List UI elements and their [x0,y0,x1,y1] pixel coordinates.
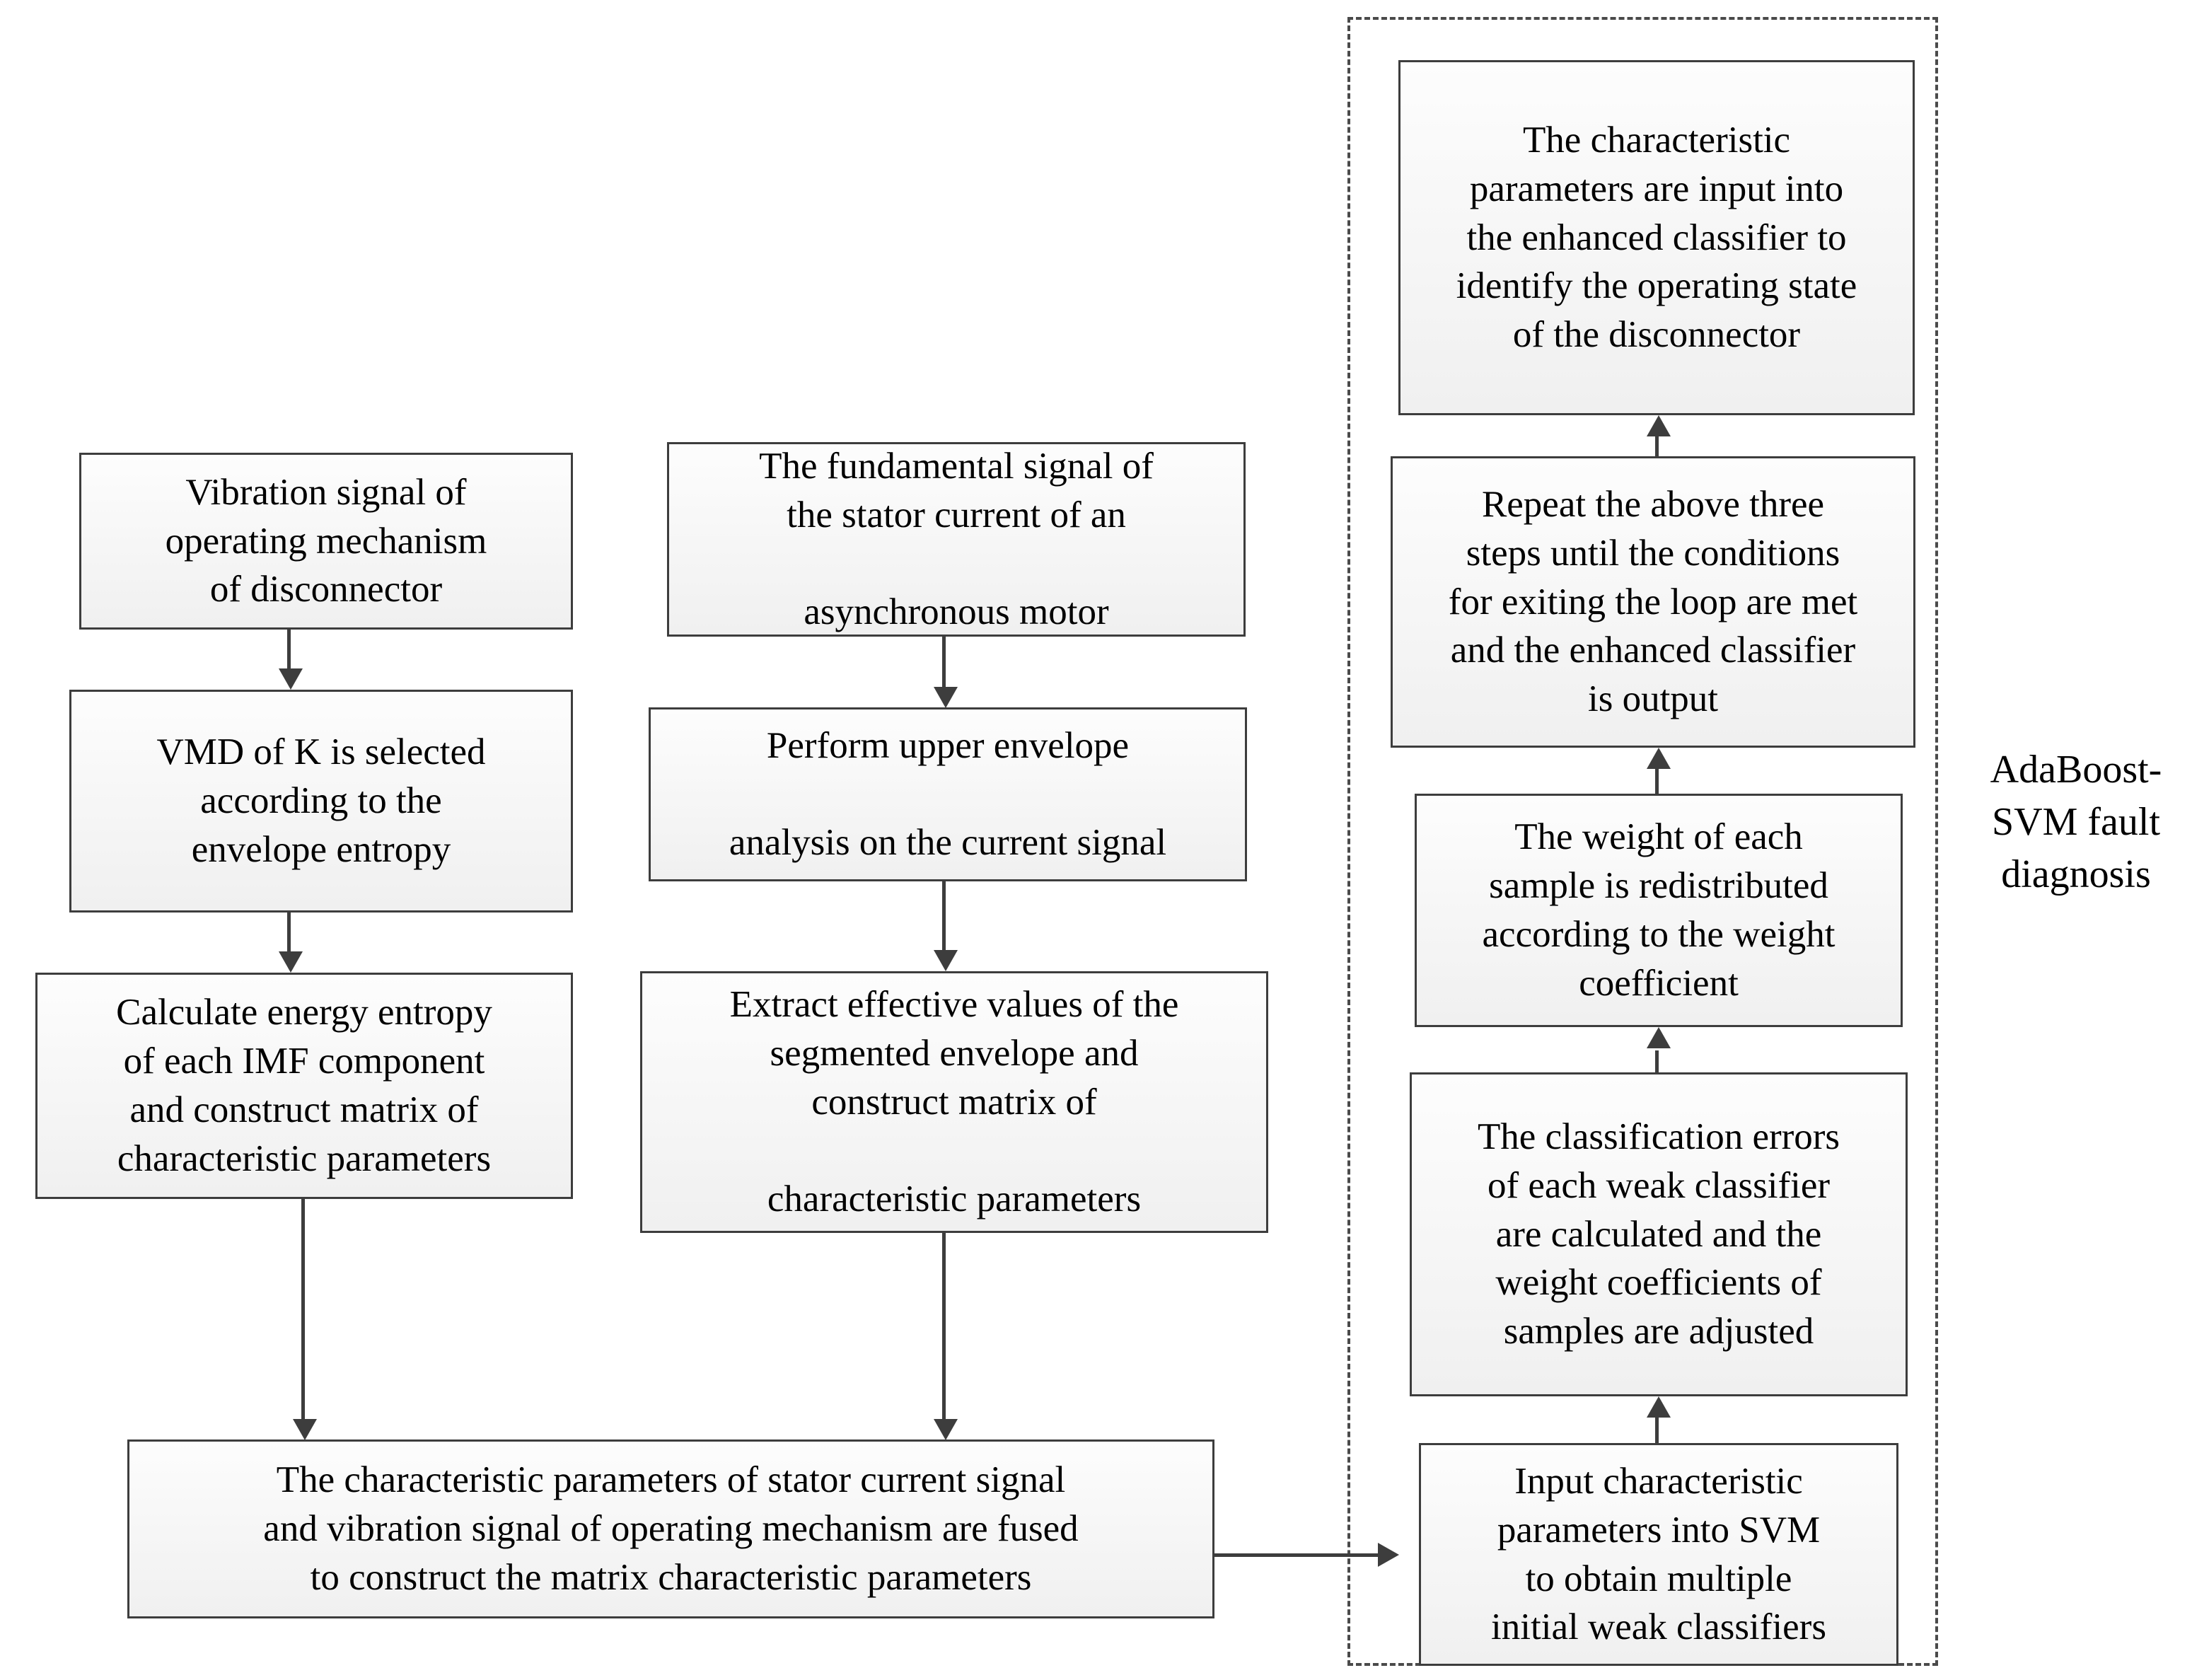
node-upper-envelope[interactable]: Perform upper envelope analysis on the c… [649,707,1247,881]
node-energy-entropy-label: Calculate energy entropy of each IMF com… [116,992,492,1179]
node-redistribute-weights[interactable]: The weight of each sample is redistribut… [1415,794,1903,1027]
connector-fusion-to-svm-arrowhead [1378,1543,1399,1567]
connector-right-2-arrowhead [1647,748,1671,769]
node-vmd-selection[interactable]: VMD of K is selected according to the en… [69,690,573,913]
node-fundamental-signal-label: The fundamental signal of the stator cur… [759,445,1154,633]
node-vibration-signal[interactable]: Vibration signal of operating mechanism … [79,453,573,630]
connector-left-1-arrowhead [279,668,303,690]
node-input-into-svm-label: Input characteristic parameters into SVM… [1491,1460,1826,1648]
connector-fusion-to-svm-line [1214,1553,1381,1557]
connector-right-2-line [1655,769,1659,813]
connector-left-1-line [287,630,291,669]
connector-mid-1-line [942,637,946,688]
node-fused-characteristic-parameters-label: The characteristic parameters of stator … [263,1459,1079,1598]
group-label-adaboost-svm: AdaBoost- SVM fault diagnosis [1990,748,2162,896]
connector-left-2-arrowhead [279,951,303,973]
connector-mid-2-line [942,881,946,951]
node-identify-operating-state[interactable]: The characteristic parameters are input … [1398,60,1915,415]
connector-right-4-line [1655,1418,1659,1459]
connector-mid-2-arrowhead [934,950,958,971]
connector-left-2-line [287,913,291,952]
connector-right-1-arrowhead [1647,415,1671,436]
connector-left-3-line [301,1199,305,1420]
connector-mid-1-arrowhead [934,687,958,708]
connector-right-3-arrowhead [1647,1027,1671,1048]
node-fundamental-signal[interactable]: The fundamental signal of the stator cur… [667,442,1246,637]
node-extract-effective-values-label: Extract effective values of the segmente… [729,983,1179,1220]
node-redistribute-weights-label: The weight of each sample is redistribut… [1482,816,1836,1004]
node-repeat-until-exit-label: Repeat the above three steps until the c… [1448,483,1858,720]
node-input-into-svm[interactable]: Input characteristic parameters into SVM… [1419,1443,1898,1666]
connector-right-4-arrowhead [1647,1396,1671,1418]
node-energy-entropy[interactable]: Calculate energy entropy of each IMF com… [35,973,573,1199]
connector-mid-3-line [942,1233,946,1420]
connector-left-3-arrowhead [293,1419,317,1440]
node-fused-characteristic-parameters[interactable]: The characteristic parameters of stator … [127,1439,1214,1618]
node-classification-errors-label: The classification errors of each weak c… [1477,1116,1840,1352]
node-repeat-until-exit[interactable]: Repeat the above three steps until the c… [1391,456,1915,748]
node-vmd-selection-label: VMD of K is selected according to the en… [156,731,486,870]
node-extract-effective-values[interactable]: Extract effective values of the segmente… [640,971,1268,1233]
connector-mid-3-arrowhead [934,1419,958,1440]
node-vibration-signal-label: Vibration signal of operating mechanism … [165,471,487,610]
node-identify-operating-state-label: The characteristic parameters are input … [1456,119,1857,356]
connector-right-3-line [1655,1050,1659,1093]
node-upper-envelope-label: Perform upper envelope analysis on the c… [729,724,1167,864]
node-classification-errors[interactable]: The classification errors of each weak c… [1410,1072,1908,1396]
